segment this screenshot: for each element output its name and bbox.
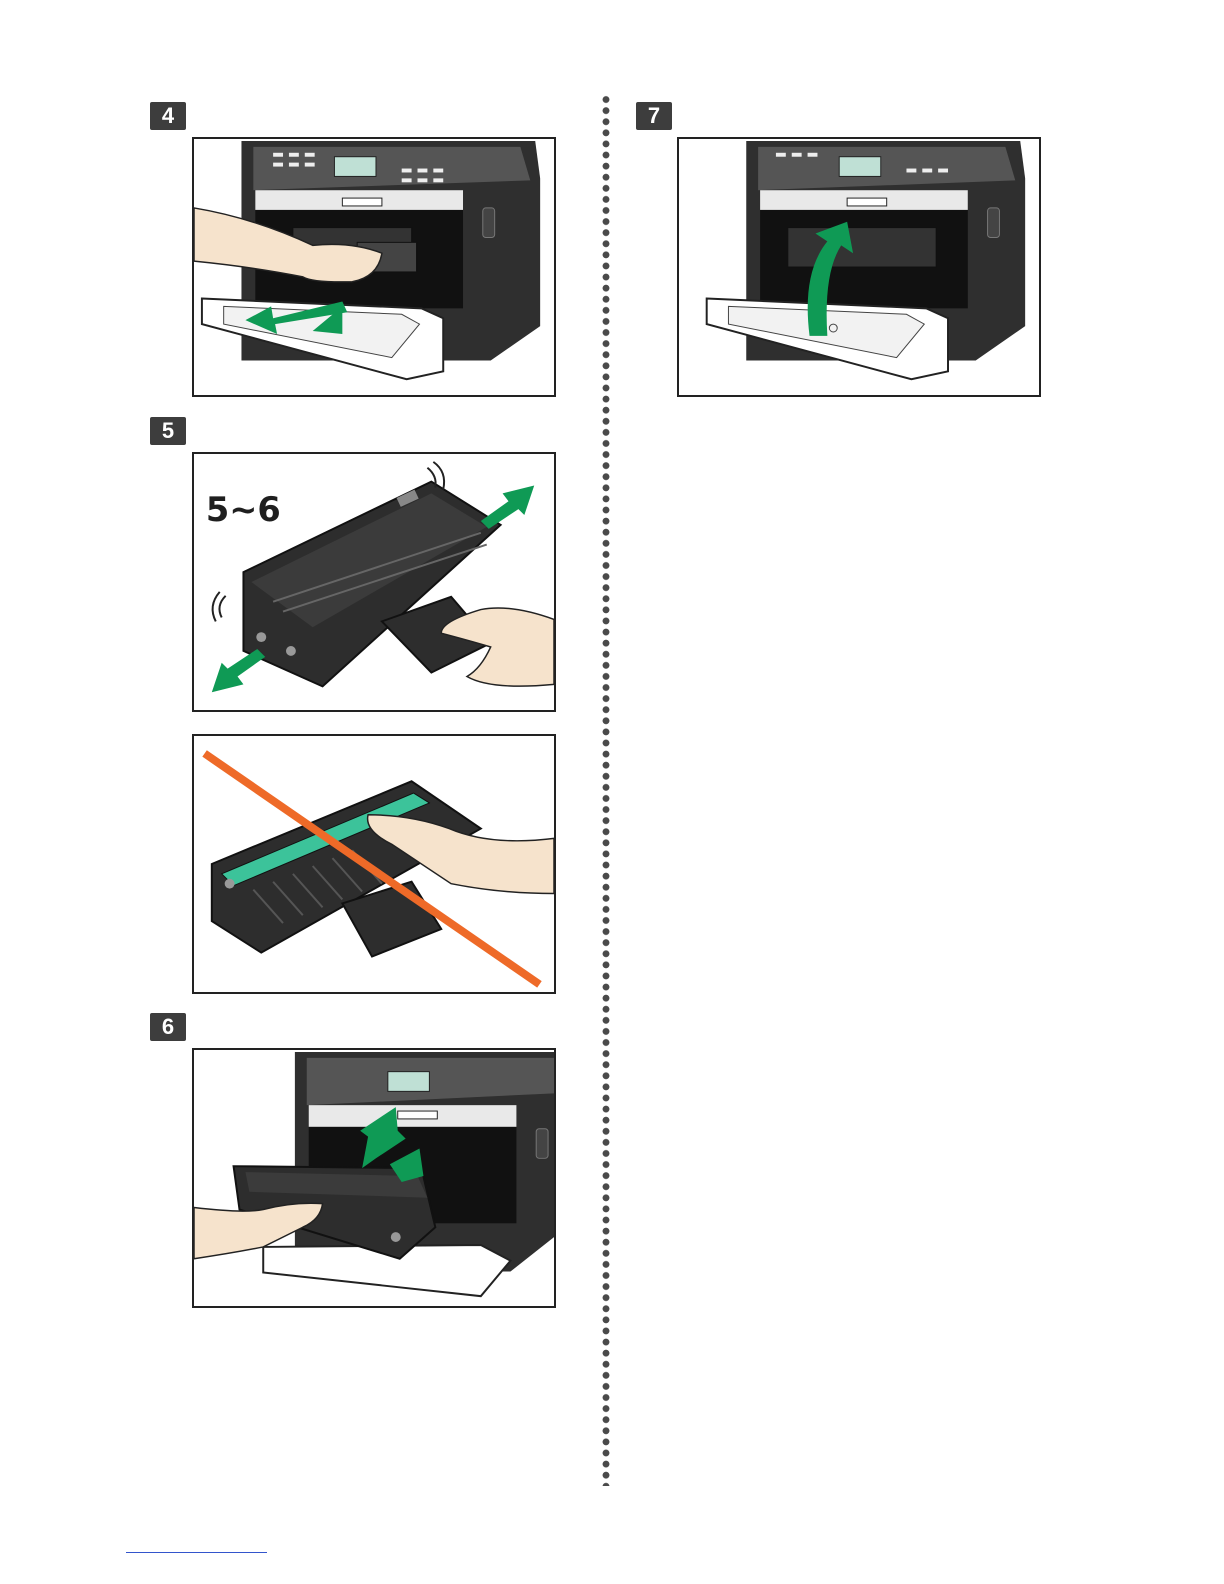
- step-badge-5: 5: [150, 417, 186, 445]
- step-badge-6: 6: [150, 1013, 186, 1041]
- step-6-illustration: [192, 1048, 556, 1308]
- front-cover-open: [707, 299, 948, 380]
- step-4-illustration: [192, 137, 556, 397]
- step-badge-4: 4: [150, 102, 186, 130]
- step-5-illustration: 5~6: [192, 452, 556, 712]
- step-7-illustration: [677, 137, 1041, 397]
- step-badge-7: 7: [636, 102, 672, 130]
- shake-count-label: 5~6: [206, 490, 281, 529]
- column-divider: [602, 94, 610, 1486]
- green-arrow-icon: [212, 649, 265, 692]
- green-arrow-icon: [481, 486, 534, 529]
- step-5-warning-illustration: [192, 734, 556, 994]
- footer-link[interactable]: [126, 1552, 267, 1553]
